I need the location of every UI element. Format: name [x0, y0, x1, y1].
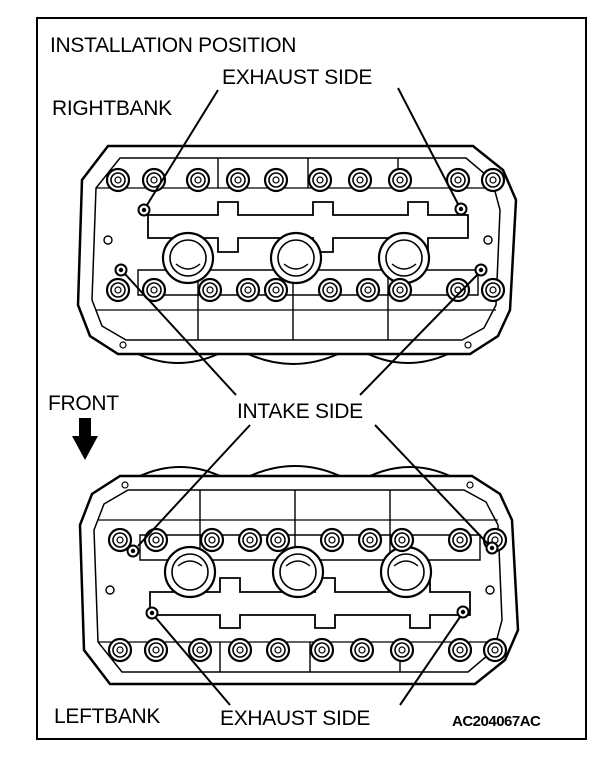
label-intake-side: INTAKE SIDE — [237, 400, 363, 423]
figure-title: INSTALLATION POSITION — [50, 34, 297, 57]
label-left-bank: LEFTBANK — [54, 705, 161, 728]
label-exhaust-side-top: EXHAUST SIDE — [222, 66, 373, 89]
figure-frame — [36, 17, 587, 740]
dowel-pin-intake-left — [114, 263, 128, 277]
left-bank-head — [80, 465, 518, 684]
leader-lines — [124, 87, 489, 706]
figure-code: AC204067AC — [452, 713, 541, 730]
label-right-bank: RIGHTBANK — [52, 97, 172, 120]
dowel-pin-exhaust-left-lower — [145, 606, 159, 620]
front-arrow-icon — [72, 418, 98, 460]
dowel-pin-exhaust-left — [137, 203, 151, 217]
label-front: FRONT — [48, 392, 119, 415]
dowel-pin-intake-right-lower — [485, 541, 499, 555]
label-exhaust-side-bottom: EXHAUST SIDE — [220, 707, 371, 730]
dowel-pin-exhaust-right — [454, 202, 468, 216]
dowel-pin-intake-left-lower — [126, 544, 140, 558]
dowel-pin-exhaust-right-lower — [456, 605, 470, 619]
right-bank-head — [78, 146, 516, 365]
